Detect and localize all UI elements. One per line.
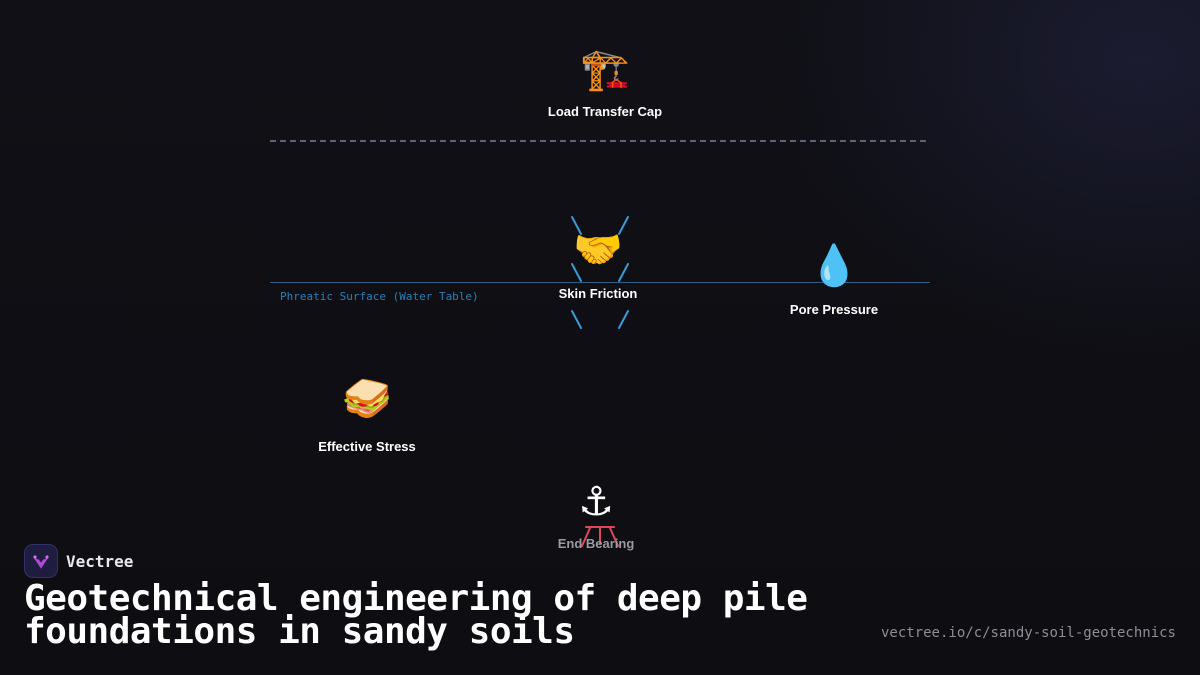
pile-zigzag-lines (571, 216, 629, 329)
water-table-line (270, 282, 930, 283)
node-load-transfer-cap: 🏗️ Load Transfer Cap (515, 46, 695, 119)
water-table-label: Phreatic Surface (Water Table) (280, 290, 479, 303)
vectree-logo-icon (24, 544, 58, 578)
pile-left-stroke-2 (571, 263, 582, 282)
node-label: End Bearing (557, 536, 635, 551)
source-url[interactable]: vectree.io/c/sandy-soil-geotechnics (880, 625, 1176, 641)
pile-right-stroke-1 (618, 216, 629, 235)
node-skin-friction: 🤝 Skin Friction (508, 226, 688, 301)
pile-left-stroke-3 (571, 310, 582, 329)
pile-right-stroke-2 (618, 263, 629, 282)
construction-crane-icon: 🏗️ (580, 47, 630, 93)
anchor-icon: ⚓ (578, 479, 614, 525)
node-end-bearing: ⚓ End Bearing (506, 478, 686, 551)
handshake-icon: 🤝 (573, 227, 623, 273)
pile-cap-line (270, 140, 926, 142)
brand[interactable]: Vectree (24, 544, 133, 578)
node-effective-stress: 🥪 Effective Stress (277, 375, 457, 454)
pile-left-stroke-1 (571, 216, 582, 235)
node-label: Effective Stress (318, 439, 416, 454)
brand-name: Vectree (66, 551, 134, 571)
node-label: Pore Pressure (789, 302, 879, 317)
droplet-icon: 💧 (809, 243, 859, 289)
node-label: Load Transfer Cap (547, 104, 663, 119)
pile-right-stroke-3 (618, 310, 629, 329)
page-title: Geotechnical engineering of deep pile fo… (24, 578, 808, 652)
pile-base-rig (581, 526, 619, 547)
node-pore-pressure: 💧 Pore Pressure (744, 242, 924, 317)
node-label: Skin Friction (558, 286, 638, 301)
sandwich-icon: 🥪 (342, 376, 392, 422)
